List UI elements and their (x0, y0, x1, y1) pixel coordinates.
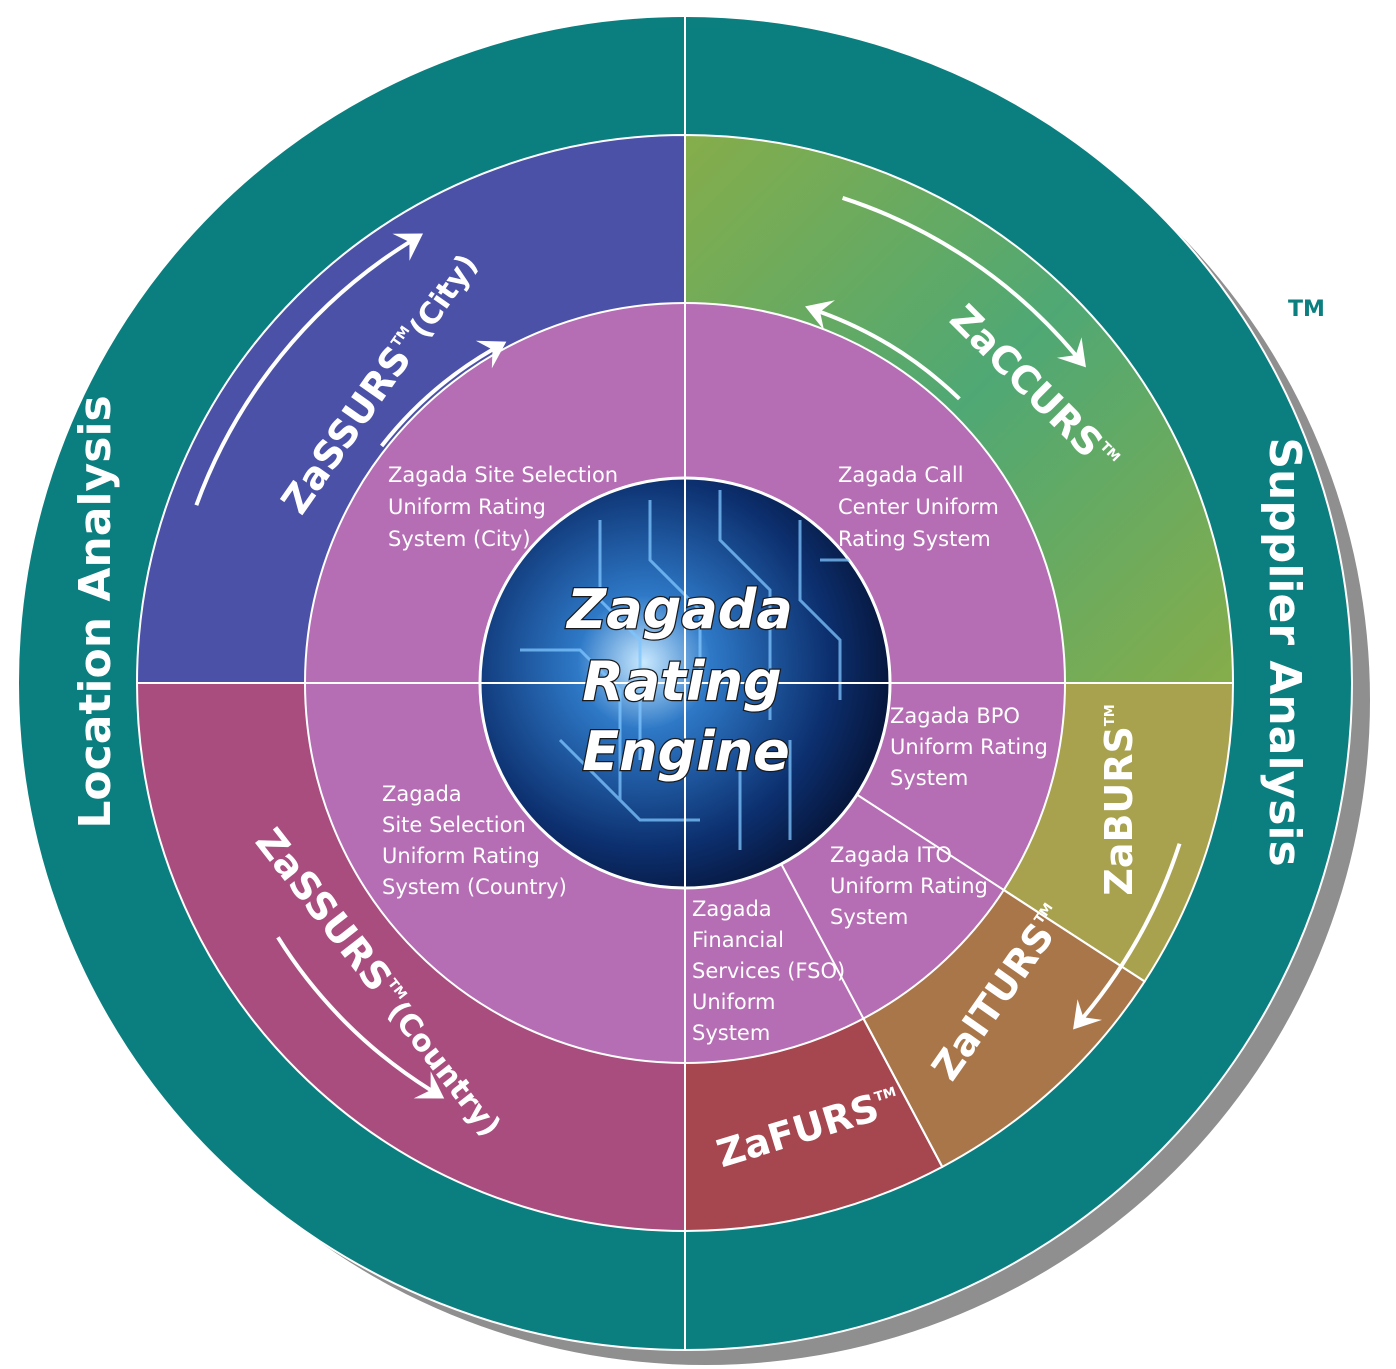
inner-country-line-4: System (Country) (382, 875, 567, 899)
arrow-supplier-upper-head (1056, 337, 1086, 368)
inner-fso-line-2: Financial (692, 928, 784, 952)
arrow-supplier-inner-head (805, 300, 835, 331)
core-line-3: Engine (582, 720, 790, 783)
segment-bpo-label: ZaBURSTM (1097, 704, 1141, 895)
inner-city-line-2: Uniform Rating (388, 495, 546, 519)
inner-bpo-line-1: Zagada BPO (890, 704, 1020, 728)
circuit-pattern (520, 490, 860, 850)
inner-divider-2 (780, 863, 944, 1168)
core-line-1: Zagada (565, 578, 793, 641)
inner-call-center-line-1: Zagada Call (838, 463, 964, 487)
inner-city-line-3: System (City) (388, 527, 531, 551)
inner-country-line-3: Uniform Rating (382, 844, 540, 868)
inner-country-line-2: Site Selection (382, 813, 526, 837)
arrow-city-inner (380, 347, 494, 448)
arrow-location-down-head (413, 1071, 445, 1099)
arrow-location-down (276, 936, 432, 1092)
location-analysis-label: Location Analysis (70, 395, 121, 828)
inner-ito-line-2: Uniform Rating (830, 874, 988, 898)
inner-fso-line-4: Uniform (692, 990, 775, 1014)
inner-ito-line-3: System (830, 905, 908, 929)
inner-bpo-line-2: Uniform Rating (890, 735, 1048, 759)
inner-call-center-line-3: Rating System (838, 527, 991, 551)
inner-city-line-1: Zagada Site Selection (388, 463, 618, 487)
inner-bpo-line-3: System (890, 766, 968, 790)
inner-divider-1 (856, 793, 1146, 983)
inner-fso-line-1: Zagada (692, 897, 772, 921)
inner-call-center-line-2: Center Uniform (838, 495, 999, 519)
inner-country-line-1: Zagada (382, 782, 462, 806)
arrow-location-up (194, 240, 411, 506)
inner-fso-line-3: Services (FSO) (692, 959, 845, 983)
core-line-2: Rating (582, 650, 781, 713)
arrow-supplier-lower-head (1073, 999, 1103, 1030)
corner-trademark: TM (1288, 297, 1325, 322)
arrow-location-up-head (392, 233, 424, 261)
arrow-supplier-upper (841, 196, 1078, 357)
inner-ito-line-1: Zagada ITO (830, 843, 952, 867)
arrow-supplier-lower (1081, 843, 1182, 1019)
supplier-analysis-label: Supplier Analysis (1259, 437, 1310, 866)
inner-fso-line-5: System (692, 1021, 770, 1045)
arrow-city-inner-head (475, 340, 507, 369)
arrow-supplier-inner (819, 309, 961, 401)
